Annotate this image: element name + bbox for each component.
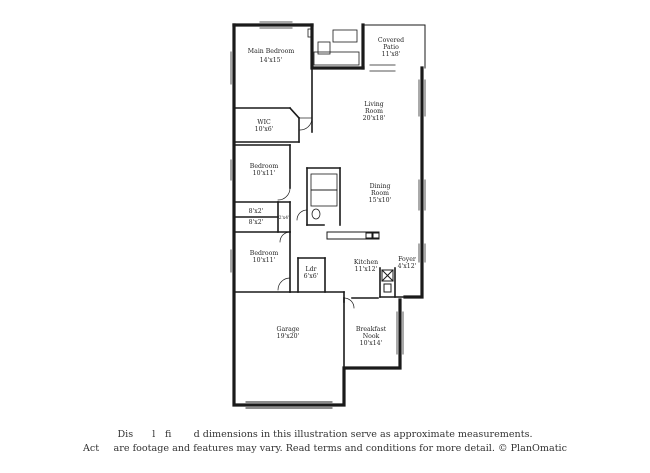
dining-room-name-1: Dining [370, 183, 391, 190]
kitchen-name: Kitchen [354, 259, 378, 266]
svg-text:14'x15': 14'x15' [260, 57, 283, 64]
disclaimer-line-2: Act are footage and features may vary. R… [83, 443, 567, 454]
covered-patio-dims: 11'x8' [382, 51, 401, 58]
svg-text:10'x11': 10'x11' [253, 170, 276, 177]
main-bedroom-name: Main Bedroom [248, 48, 295, 55]
closet-b-dims: 8'x2' [249, 219, 264, 226]
svg-text:Foyer: Foyer [398, 256, 416, 263]
svg-text:10'x14': 10'x14' [360, 340, 383, 347]
garage-dims: 19'x20' [277, 333, 300, 340]
bath-fixtures [307, 28, 360, 220]
svg-text:Breakfast: Breakfast [356, 326, 387, 333]
garage-door [245, 401, 333, 409]
svg-text:WIC: WIC [257, 119, 271, 126]
exterior-walls [232, 23, 424, 407]
disclaimer-line-1: Dis l fi d dimensions in this illustrati… [117, 429, 533, 440]
dining-room-name-2: Room [371, 190, 389, 197]
svg-text:15'x10': 15'x10' [369, 197, 392, 204]
svg-text:11'x8': 11'x8' [382, 51, 401, 58]
windows [230, 21, 426, 355]
living-room-name-1: Living [364, 101, 384, 108]
bedroom-lower-dims: 10'x11' [253, 257, 276, 264]
bedroom-upper-name: Bedroom [250, 163, 279, 170]
bedroom-lower-name: Bedroom [250, 250, 279, 257]
dining-room-dims: 15'x10' [369, 197, 392, 204]
garage-name: Garage [277, 326, 300, 333]
svg-text:Patio: Patio [383, 44, 399, 51]
svg-text:10'x6': 10'x6' [255, 126, 274, 133]
svg-text:19'x20': 19'x20' [277, 333, 300, 340]
interior-walls [233, 67, 406, 369]
svg-text:Living: Living [364, 101, 384, 108]
laundry-dims: 6'x6' [304, 273, 319, 280]
svg-text:20'x18': 20'x18' [363, 115, 386, 122]
svg-text:Dining: Dining [370, 183, 391, 190]
breakfast-nook-dims: 10'x14' [360, 340, 383, 347]
svg-text:Bedroom: Bedroom [250, 250, 279, 257]
svg-text:8'x2': 8'x2' [249, 208, 264, 215]
svg-text:8'x2': 8'x2' [249, 219, 264, 226]
svg-text:Nook: Nook [363, 333, 380, 340]
wic-name: WIC [257, 119, 271, 126]
wic-dims: 10'x6' [255, 126, 274, 133]
svg-text:Kitchen: Kitchen [354, 259, 378, 266]
closet-a-dims: 8'x2' [249, 208, 264, 215]
living-room-name-2: Room [365, 108, 383, 115]
svg-text:4'x12': 4'x12' [398, 263, 417, 270]
svg-text:Garage: Garage [277, 326, 300, 333]
kitchen-dims: 11'x12' [355, 266, 378, 273]
svg-text:2'x4': 2'x4' [279, 216, 289, 221]
svg-text:6'x6': 6'x6' [304, 273, 319, 280]
covered-patio-name-1: Covered [378, 37, 404, 44]
svg-text:11'x12': 11'x12' [355, 266, 378, 273]
svg-text:Main Bedroom: Main Bedroom [248, 48, 295, 55]
svg-text:10'x11': 10'x11' [253, 257, 276, 264]
laundry-name: Ldr [305, 266, 316, 273]
covered-patio-name-2: Patio [383, 44, 399, 51]
main-bedroom-dims: 14'x15' [260, 57, 283, 64]
foyer-name: Foyer [398, 256, 416, 263]
svg-text:Room: Room [371, 190, 389, 197]
svg-text:Bedroom: Bedroom [250, 163, 279, 170]
bedroom-upper-dims: 10'x11' [253, 170, 276, 177]
svg-text:Room: Room [365, 108, 383, 115]
door-swings [277, 117, 355, 309]
living-room-dims: 20'x18' [363, 115, 386, 122]
svg-text:Covered: Covered [378, 37, 404, 44]
foyer-dims: 4'x12' [398, 263, 417, 270]
breakfast-nook-name-1: Breakfast [356, 326, 387, 333]
closet-c-dims: 2'x4' [279, 216, 289, 221]
svg-text:Ldr: Ldr [305, 266, 316, 273]
kitchen-counter [326, 231, 394, 293]
breakfast-nook-name-2: Nook [363, 333, 380, 340]
patio-outline [362, 24, 426, 69]
